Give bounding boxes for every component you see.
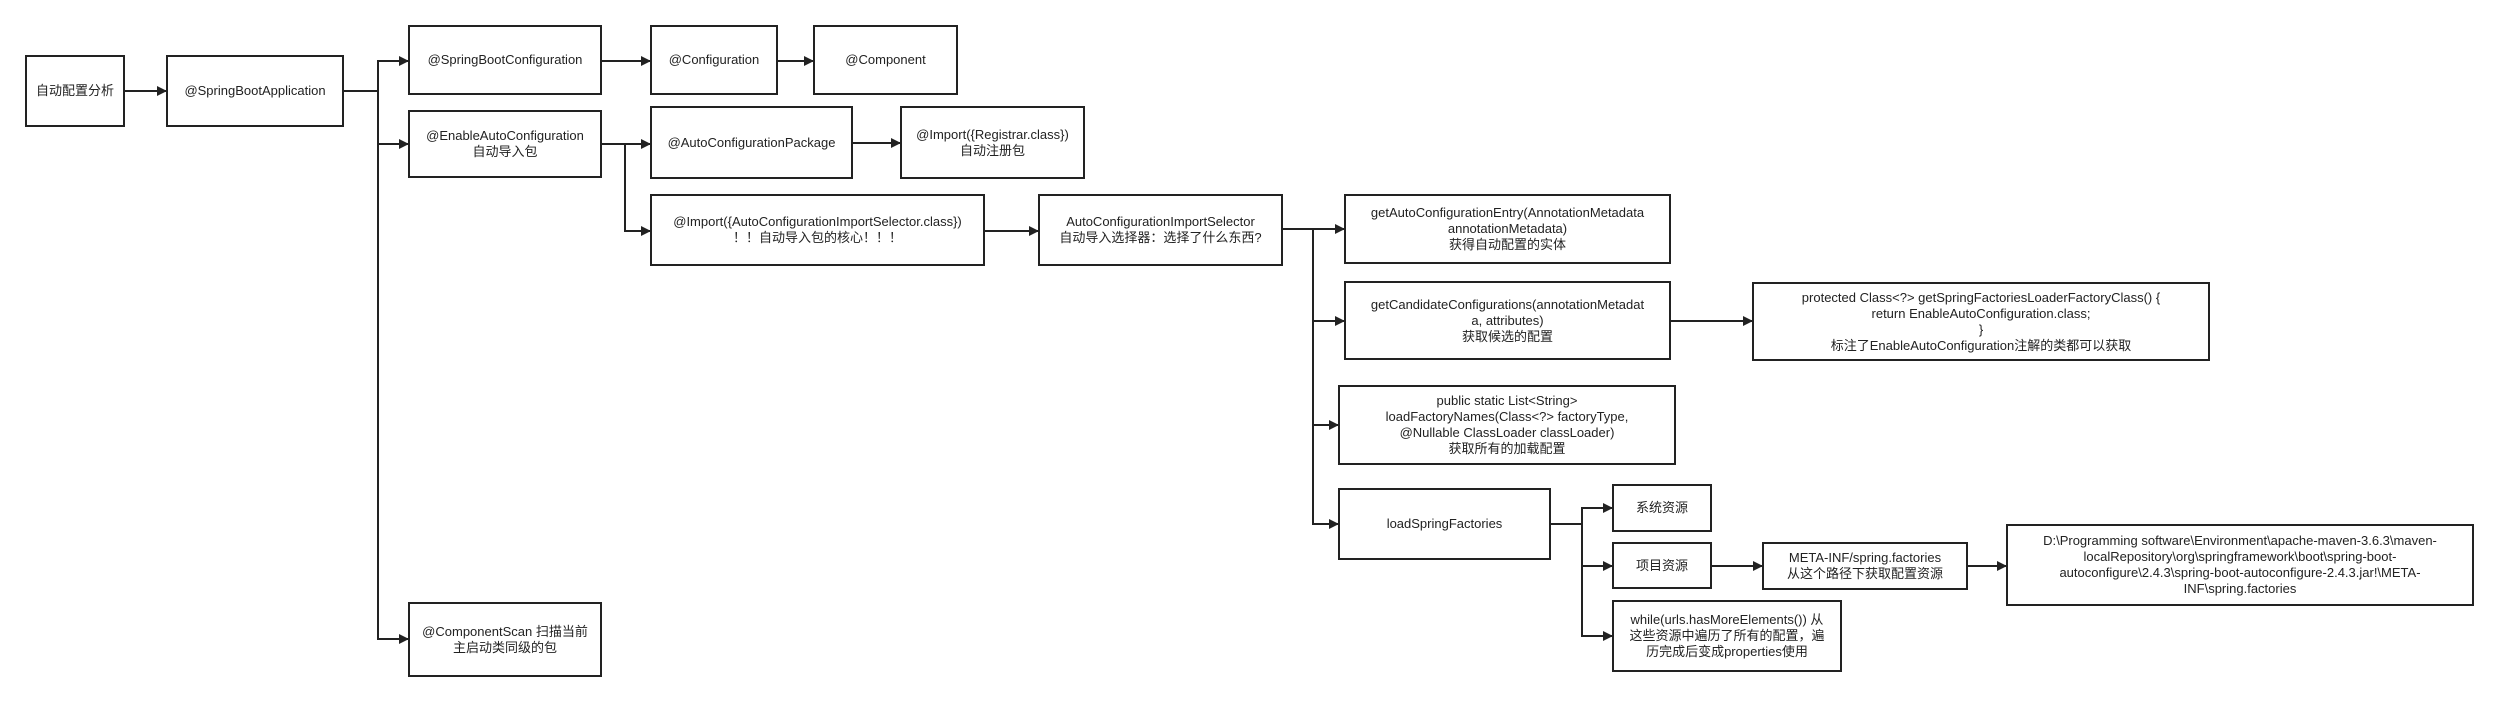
node-while-loop: while(urls.hasMoreElements()) 从 这些资源中遍历了… <box>1612 600 1842 672</box>
node-springbootconfiguration-label: @SpringBootConfiguration <box>427 52 583 67</box>
node-import-selector: @Import({AutoConfigurationImportSelector… <box>650 194 985 266</box>
node-system-resources-label: 系统资源 <box>1635 500 1688 515</box>
node-component-label: @Component <box>845 52 926 67</box>
node-enableautoconfiguration-label: @EnableAutoConfiguration 自动导入包 <box>426 128 584 159</box>
node-root: 自动配置分析 <box>25 55 125 127</box>
node-configuration-label: @Configuration <box>668 52 760 67</box>
node-load-factory-names-label: public static List<String> loadFactoryNa… <box>1385 393 1629 456</box>
edge-sel-lfn <box>1312 321 1339 430</box>
node-springbootapplication: @SpringBootApplication <box>166 55 344 127</box>
node-get-candidate-configurations-label: getCandidateConfigurations(annotationMet… <box>1370 296 1645 344</box>
node-root-label: 自动配置分析 <box>35 83 114 98</box>
node-springbootapplication-label: @SpringBootApplication <box>184 83 326 98</box>
node-enableautoconfiguration: @EnableAutoConfiguration 自动导入包 <box>408 110 602 178</box>
node-import-selector-label: @Import({AutoConfigurationImportSelector… <box>673 214 962 245</box>
edge-lsf-whl <box>1581 566 1613 641</box>
edge-sba-eac <box>377 91 409 149</box>
edge-lsf-prj <box>1581 524 1613 571</box>
edge-lsf-sys <box>1551 503 1613 525</box>
node-meta-inf-spring-factories-label: META-INF/spring.factories 从这个路径下获取配置资源 <box>1786 550 1943 581</box>
node-get-candidate-configurations: getCandidateConfigurations(annotationMet… <box>1344 281 1671 360</box>
edge-sba-sbc <box>344 56 409 92</box>
node-spring-factories-path: D:\Programming software\Environment\apac… <box>2006 524 2474 606</box>
node-load-spring-factories-label: loadSpringFactories <box>1386 516 1503 531</box>
node-project-resources: 项目资源 <box>1612 542 1712 589</box>
edge-eac-imp <box>624 144 651 236</box>
node-component-scan: @ComponentScan 扫描当前 主启动类同级的包 <box>408 602 602 677</box>
edge-sel-lsf <box>1312 425 1339 529</box>
node-meta-inf-spring-factories: META-INF/spring.factories 从这个路径下获取配置资源 <box>1762 542 1968 590</box>
node-while-loop-label: while(urls.hasMoreElements()) 从 这些资源中遍历了… <box>1629 612 1825 659</box>
node-factory-class-method-label: protected Class<?> getSpringFactoriesLoa… <box>1801 289 2161 353</box>
node-system-resources: 系统资源 <box>1612 484 1712 532</box>
node-get-autoconfiguration-entry: getAutoConfigurationEntry(AnnotationMeta… <box>1344 194 1671 264</box>
node-component: @Component <box>813 25 958 95</box>
node-load-spring-factories: loadSpringFactories <box>1338 488 1551 560</box>
edge-sba-csc <box>377 144 409 644</box>
node-get-autoconfiguration-entry-label: getAutoConfigurationEntry(AnnotationMeta… <box>1370 205 1645 252</box>
node-component-scan-label: @ComponentScan 扫描当前 主启动类同级的包 <box>422 623 588 655</box>
node-autoconfigurationpackage: @AutoConfigurationPackage <box>650 106 853 179</box>
node-configuration: @Configuration <box>650 25 778 95</box>
node-autoconfigurationpackage-label: @AutoConfigurationPackage <box>667 134 836 150</box>
node-spring-factories-path-label: D:\Programming software\Environment\apac… <box>2043 533 2437 596</box>
node-import-selector-class-label: AutoConfigurationImportSelector 自动导入选择器：… <box>1059 214 1262 245</box>
node-import-registrar-label: @Import({Registrar.class}) 自动注册包 <box>916 126 1069 158</box>
node-factory-class-method: protected Class<?> getSpringFactoriesLoa… <box>1752 282 2210 361</box>
node-project-resources-label: 项目资源 <box>1635 557 1688 573</box>
node-import-selector-class: AutoConfigurationImportSelector 自动导入选择器：… <box>1038 194 1283 266</box>
node-load-factory-names: public static List<String> loadFactoryNa… <box>1338 385 1676 465</box>
edge-sel-gcc <box>1312 229 1345 326</box>
node-springbootconfiguration: @SpringBootConfiguration <box>408 25 602 95</box>
node-import-registrar: @Import({Registrar.class}) 自动注册包 <box>900 106 1085 179</box>
